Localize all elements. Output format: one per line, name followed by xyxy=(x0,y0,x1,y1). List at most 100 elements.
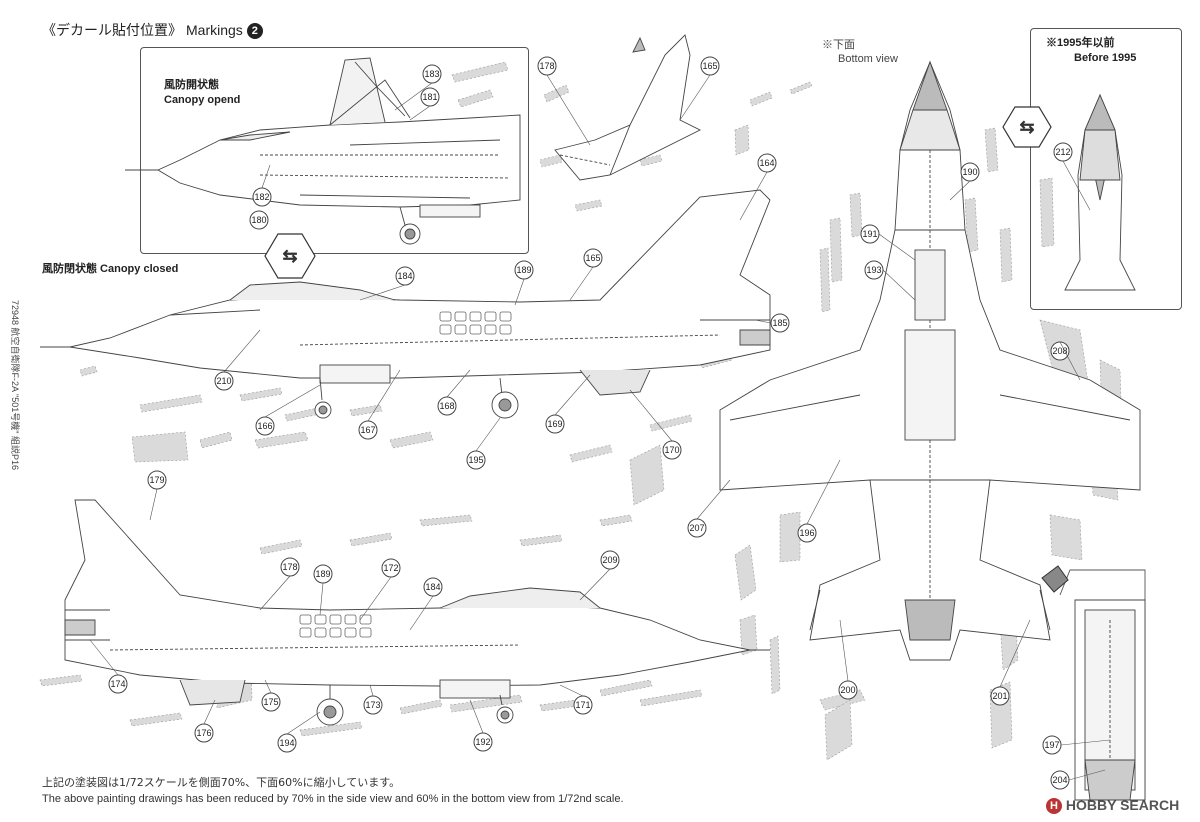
svg-text:192: 192 xyxy=(475,737,490,747)
callout-176: 176 xyxy=(194,723,214,743)
canopy-open-label-jp: 風防開状態 xyxy=(164,79,219,91)
right-side-aircraft xyxy=(64,499,770,726)
inset-detail xyxy=(1059,569,1146,801)
svg-text:189: 189 xyxy=(315,569,330,579)
callout-169: 169 xyxy=(545,414,565,434)
svg-text:197: 197 xyxy=(1044,740,1059,750)
callout-175: 175 xyxy=(261,692,281,712)
callout-209: 209 xyxy=(600,550,620,570)
svg-text:176: 176 xyxy=(196,728,211,738)
callout-208: 208 xyxy=(1050,341,1070,361)
canopy-open-panel xyxy=(140,47,529,254)
callout-180: 180 xyxy=(249,210,269,230)
canopy-open-label-en: Canopy opend xyxy=(164,94,241,106)
callout-207: 207 xyxy=(687,518,707,538)
before-1995-nose xyxy=(1064,93,1136,291)
svg-text:178: 178 xyxy=(539,61,554,71)
svg-text:183: 183 xyxy=(424,69,439,79)
bottom-view-label: ※下面 Bottom view xyxy=(822,38,898,66)
callout-173: 173 xyxy=(363,695,383,715)
callout-168: 168 xyxy=(437,396,457,416)
footer-note-jp: 上記の塗装図は1/72スケールを側面70%、下面60%に縮小しています。 xyxy=(42,776,401,789)
svg-text:164: 164 xyxy=(759,158,774,168)
svg-text:171: 171 xyxy=(575,700,590,710)
svg-text:182: 182 xyxy=(254,192,269,202)
svg-text:200: 200 xyxy=(840,685,855,695)
svg-text:210: 210 xyxy=(216,376,231,386)
flip-arrow-icon: ⇆ xyxy=(264,233,316,279)
callout-200: 200 xyxy=(838,680,858,700)
callout-184-left: 184 xyxy=(395,266,415,286)
svg-text:184: 184 xyxy=(397,271,412,281)
callout-167: 167 xyxy=(358,420,378,440)
hobby-search-logo: H HOBBY SEARCH xyxy=(1046,797,1179,814)
bottom-view-label-jp: ※下面 xyxy=(822,39,855,51)
logo-text: HOBBY SEARCH xyxy=(1065,797,1180,813)
callout-185: 185 xyxy=(770,313,790,333)
callout-189-right: 189 xyxy=(313,564,333,584)
callout-195: 195 xyxy=(466,450,486,470)
svg-text:166: 166 xyxy=(257,421,272,431)
callout-204: 204 xyxy=(1050,770,1070,790)
svg-text:178: 178 xyxy=(282,562,297,572)
svg-text:173: 173 xyxy=(365,700,380,710)
before-1995-label-en: Before 1995 xyxy=(1074,52,1137,64)
title-jp: 《デカール貼付位置》 xyxy=(42,23,182,39)
tail-detail xyxy=(554,34,702,181)
canopy-closed-label: 風防閉状態 Canopy closed xyxy=(42,263,179,275)
callout-196: 196 xyxy=(797,523,817,543)
callout-212: 212 xyxy=(1053,142,1073,162)
callout-210: 210 xyxy=(214,371,234,391)
left-side-aircraft xyxy=(40,189,771,419)
svg-text:189: 189 xyxy=(516,265,531,275)
bottom-view-label-en: Bottom view xyxy=(838,53,898,65)
callout-181: 181 xyxy=(420,87,440,107)
callout-192: 192 xyxy=(473,732,493,752)
before-1995-label-jp: ※1995年以前 xyxy=(1046,37,1115,49)
callout-201: 201 xyxy=(990,686,1010,706)
callout-markers: 183 181 182 180 178 165 164 184 189 165 … xyxy=(108,56,1073,790)
svg-text:⇆: ⇆ xyxy=(282,246,297,266)
svg-text:180: 180 xyxy=(251,215,266,225)
callout-184-right: 184 xyxy=(423,577,443,597)
svg-text:165: 165 xyxy=(702,61,717,71)
svg-text:194: 194 xyxy=(279,738,294,748)
callout-194: 194 xyxy=(277,733,297,753)
title-en: Markings xyxy=(186,22,243,38)
callout-164: 164 xyxy=(757,153,777,173)
svg-text:196: 196 xyxy=(799,528,814,538)
svg-text:195: 195 xyxy=(468,455,483,465)
svg-text:185: 185 xyxy=(772,318,787,328)
callout-183: 183 xyxy=(422,64,442,84)
flip-arrow-icon-bottom: ⇆ xyxy=(1002,106,1052,148)
svg-text:201: 201 xyxy=(992,691,1007,701)
svg-text:169: 169 xyxy=(547,419,562,429)
before-1995-label: ※1995年以前 Before 1995 xyxy=(1046,36,1136,66)
page-number-badge: 2 xyxy=(246,23,263,39)
callout-189-left: 189 xyxy=(514,260,534,280)
svg-text:168: 168 xyxy=(439,401,454,411)
svg-text:208: 208 xyxy=(1052,346,1067,356)
leader-lines xyxy=(89,74,1111,781)
svg-text:209: 209 xyxy=(602,555,617,565)
callout-166: 166 xyxy=(255,416,275,436)
pointer-arrow-icon xyxy=(1041,565,1069,593)
footer-note-en: The above painting drawings has been red… xyxy=(42,793,624,805)
callout-182: 182 xyxy=(252,187,272,207)
svg-text:207: 207 xyxy=(689,523,704,533)
svg-text:165: 165 xyxy=(585,253,600,263)
svg-text:175: 175 xyxy=(263,697,278,707)
callout-178-top: 178 xyxy=(537,56,557,76)
svg-text:204: 204 xyxy=(1052,775,1067,785)
callout-191: 191 xyxy=(860,224,880,244)
before-1995-panel xyxy=(1030,28,1182,310)
svg-text:212: 212 xyxy=(1055,147,1070,157)
svg-text:179: 179 xyxy=(149,475,164,485)
bottom-view-aircraft xyxy=(719,60,1141,661)
canopy-open-label: 風防開状態 Canopy opend xyxy=(164,78,240,108)
svg-text:170: 170 xyxy=(664,445,679,455)
svg-text:193: 193 xyxy=(866,265,881,275)
callout-178-right: 178 xyxy=(280,557,300,577)
